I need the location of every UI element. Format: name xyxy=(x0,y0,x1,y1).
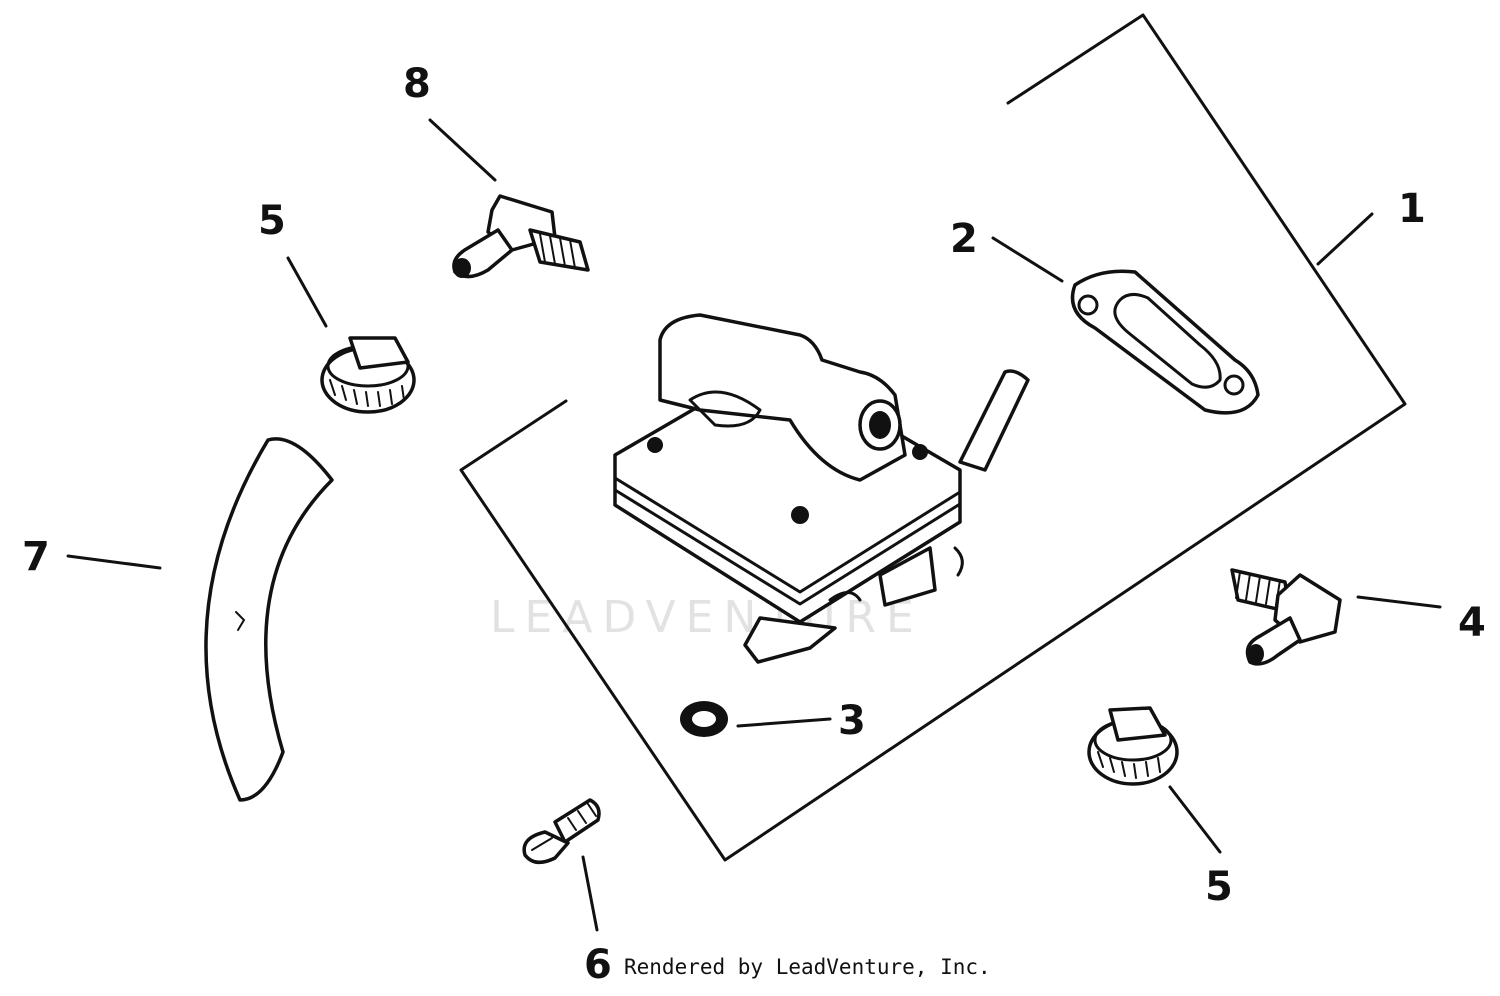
leader-2 xyxy=(991,236,1064,283)
leader-8 xyxy=(428,118,497,182)
credit-text: Rendered by LeadVenture, Inc. xyxy=(624,955,991,979)
callout-5-upper: 5 xyxy=(258,198,286,244)
kit-bracket-outline xyxy=(459,13,1407,862)
callout-1: 1 xyxy=(1398,186,1426,232)
callout-5-lower: 5 xyxy=(1205,864,1233,910)
seal-washer[interactable] xyxy=(680,701,728,737)
fuel-pump[interactable] xyxy=(613,313,1030,664)
leader-5a xyxy=(286,256,328,328)
elbow-fitting-top[interactable] xyxy=(452,194,590,279)
hose-clamp-upper[interactable] xyxy=(320,336,416,414)
leader-4 xyxy=(1356,595,1442,609)
fuel-hose[interactable] xyxy=(204,437,334,802)
leader-1 xyxy=(1316,212,1374,266)
screw[interactable] xyxy=(522,798,601,865)
hose-clamp-lower[interactable] xyxy=(1087,706,1179,786)
elbow-fitting-right[interactable] xyxy=(1230,568,1342,666)
leader-6 xyxy=(581,855,599,932)
callout-4: 4 xyxy=(1458,600,1486,646)
callout-3: 3 xyxy=(838,698,866,744)
callout-6: 6 xyxy=(584,942,612,988)
leader-lines xyxy=(66,118,1442,932)
gasket[interactable] xyxy=(1070,269,1260,415)
callout-7: 7 xyxy=(22,534,50,580)
callout-8: 8 xyxy=(403,61,431,107)
leader-5b xyxy=(1168,785,1222,854)
leader-7 xyxy=(66,554,162,570)
callout-labels: 1 2 3 4 5 5 6 7 8 xyxy=(22,61,1486,988)
callout-2: 2 xyxy=(950,216,978,262)
leader-3 xyxy=(736,717,832,728)
